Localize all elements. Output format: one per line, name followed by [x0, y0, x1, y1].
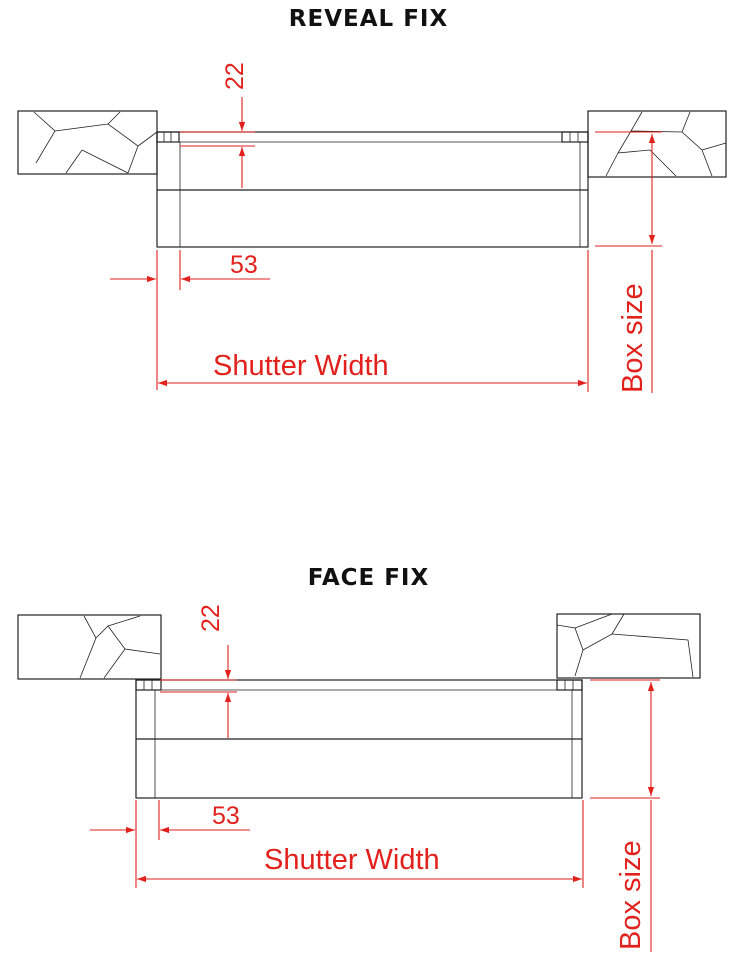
shutter-width-label: Shutter Width — [264, 844, 440, 876]
left-wall — [17, 110, 158, 175]
left-bracket — [156, 131, 180, 143]
left-wall — [17, 614, 162, 680]
diagram-title-face-fix: FACE FIX — [307, 565, 430, 591]
dim-53-label: 53 — [230, 251, 258, 279]
right-bracket — [556, 679, 583, 691]
reveal-fix-diagram: 22 53 Shutter Width Box size — [17, 62, 727, 393]
dimension-53: 53 — [90, 800, 250, 888]
left-bracket — [135, 679, 162, 691]
dimension-box-size: Box size — [590, 679, 660, 952]
shutter-box — [135, 679, 583, 799]
dim-22-label: 22 — [221, 62, 249, 90]
diagram-title-reveal-fix: REVEAL FIX — [288, 6, 449, 32]
dimension-22: 22 — [180, 62, 255, 188]
dimension-shutter-width: Shutter Width — [158, 250, 589, 392]
dimension-53: 53 — [110, 250, 270, 390]
dimension-box-size: Box size — [595, 131, 662, 393]
box-size-label: Box size — [617, 283, 649, 393]
dim-53-label: 53 — [212, 802, 240, 830]
shutter-width-label: Shutter Width — [213, 350, 389, 382]
box-size-label: Box size — [615, 840, 647, 950]
right-wall — [556, 613, 701, 679]
shutter-box — [156, 131, 589, 248]
dimension-22: 22 — [160, 604, 237, 738]
right-bracket — [561, 131, 589, 143]
face-fix-diagram: 22 53 Shutter Width Box size — [17, 604, 701, 952]
right-wall — [587, 110, 727, 178]
dim-22-label: 22 — [197, 604, 225, 632]
dimension-shutter-width: Shutter Width — [137, 800, 584, 888]
